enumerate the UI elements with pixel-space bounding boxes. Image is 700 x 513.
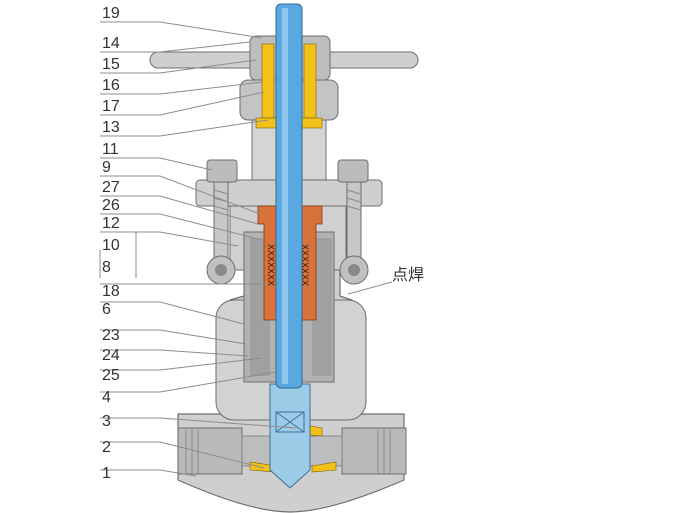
part-label-11: 11 xyxy=(102,141,119,158)
part-label-26: 26 xyxy=(102,197,120,214)
part-label-23: 23 xyxy=(102,327,120,344)
part-label-14: 14 xyxy=(102,35,120,52)
part-label-2: 2 xyxy=(102,439,111,456)
part-label-24: 24 xyxy=(102,347,120,364)
part-label-1: 1 xyxy=(102,465,111,482)
svg-text:XXXXXXX: XXXXXXX xyxy=(298,244,309,286)
bonnet-bolts xyxy=(206,159,369,285)
part-label-17: 17 xyxy=(102,98,120,115)
weld-label: 点焊 xyxy=(392,265,424,284)
part-labels: 19 14 15 16 17 13 11 9 27 26 12 10 8 18 … xyxy=(102,5,424,482)
part-label-18: 18 xyxy=(102,283,120,300)
part-label-4: 4 xyxy=(102,389,111,406)
part-label-13: 13 xyxy=(102,119,120,136)
part-label-3: 3 xyxy=(102,413,111,430)
part-label-27: 27 xyxy=(102,179,120,196)
leader-lines xyxy=(99,21,393,477)
part-label-6: 6 xyxy=(102,301,111,318)
part-label-9: 9 xyxy=(102,159,111,176)
part-label-15: 15 xyxy=(102,56,120,73)
svg-text:XXXXXXX: XXXXXXX xyxy=(264,244,275,286)
part-label-8: 8 xyxy=(102,259,111,276)
part-label-19: 19 xyxy=(102,5,120,22)
valve-stem xyxy=(275,3,303,389)
part-label-10: 10 xyxy=(102,237,120,254)
part-label-12: 12 xyxy=(102,215,120,232)
part-label-16: 16 xyxy=(102,77,120,94)
part-label-25: 25 xyxy=(102,367,120,384)
